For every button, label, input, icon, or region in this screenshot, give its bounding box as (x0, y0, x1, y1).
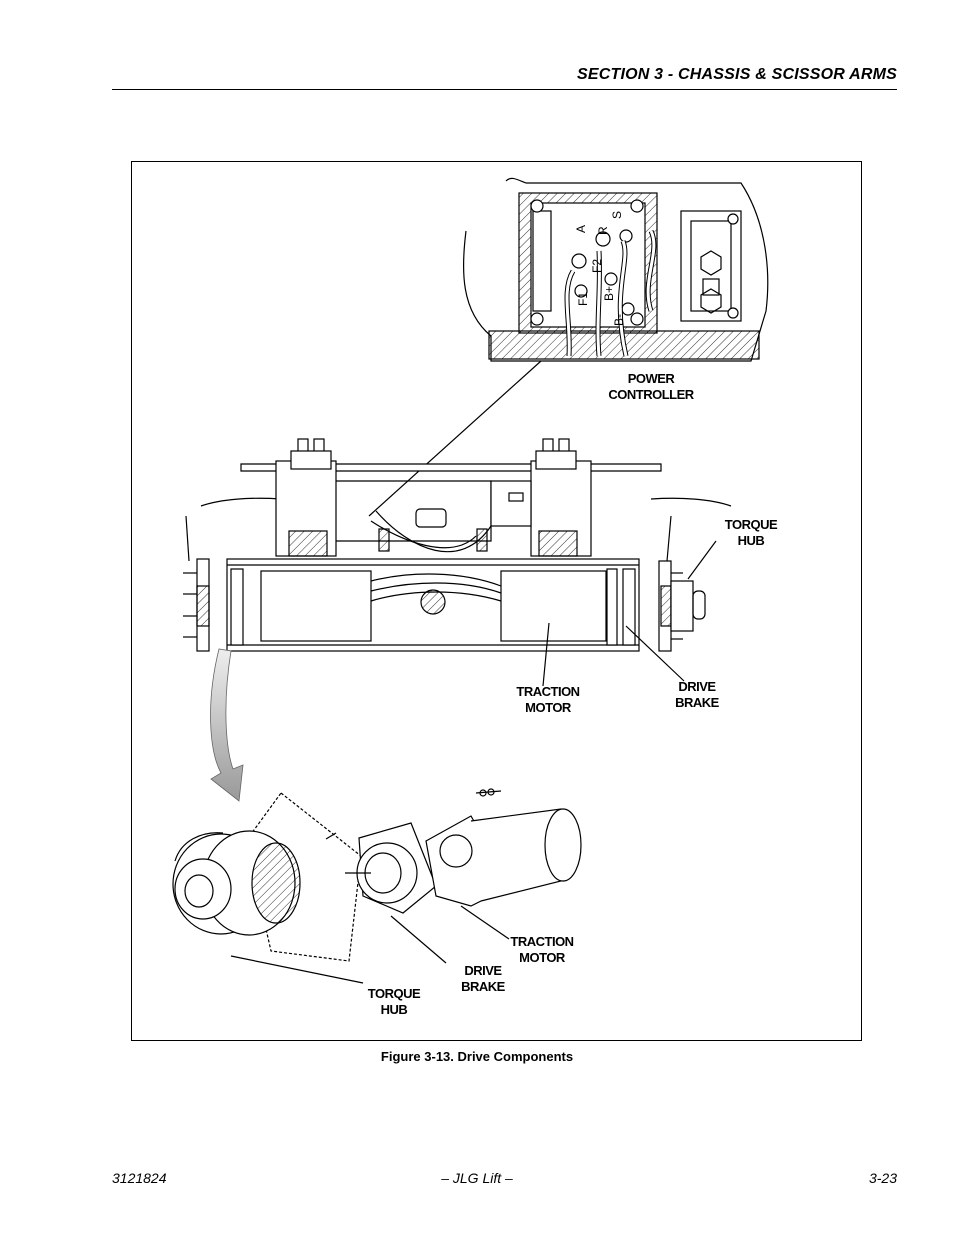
figure-caption: Figure 3-13. Drive Components (380, 1049, 574, 1064)
label-power-controller: POWER CONTROLLER (608, 371, 694, 402)
footer-publisher: – JLG Lift – (441, 1170, 513, 1186)
terminal-s: S (610, 211, 624, 219)
terminal-f2: F2 (590, 259, 604, 273)
label-torque-hub-top: TORQUE HUB (724, 517, 778, 548)
label-traction-motor-bottom: TRACTION MOTOR (510, 934, 574, 965)
footer-page-number: 3-23 (868, 1170, 897, 1186)
label-torque-hub-bottom: TORQUE HUB (367, 986, 421, 1017)
section-title: SECTION 3 - CHASSIS & SCISSOR ARMS (576, 66, 897, 83)
label-traction-motor-top: TRACTION MOTOR (516, 684, 580, 715)
terminal-b-minus: B- (612, 314, 626, 326)
label-drive-brake-bottom: DRIVE BRAKE (461, 963, 505, 994)
header-rule (112, 89, 897, 90)
exploded-view (172, 788, 582, 962)
chassis-assembly (183, 438, 732, 652)
label-drive-brake-top: DRIVE BRAKE (675, 679, 719, 710)
terminal-a: A (574, 225, 588, 233)
terminal-r: R (596, 226, 610, 235)
footer-doc-number: 3121824 (112, 1170, 167, 1186)
power-controller-detail (462, 177, 769, 362)
terminal-f1: F1 (576, 292, 590, 306)
exploded-view-arrow (210, 648, 244, 802)
figure-frame (131, 161, 862, 1041)
controller-terminal-labels: S A F2 F1 B- B+ R (574, 211, 626, 326)
drive-components-illustration: S A F2 F1 B- B+ R (172, 177, 769, 984)
terminal-b-plus: B+ (602, 286, 616, 301)
